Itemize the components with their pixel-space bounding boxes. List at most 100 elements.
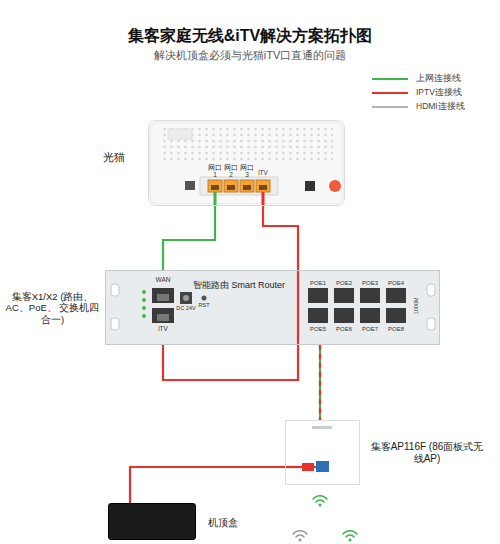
legend-swatch — [372, 106, 408, 108]
wifi-symbol — [346, 535, 354, 537]
diagram-title: 集客家庭无线&iTV解决方案拓扑图 — [0, 26, 500, 45]
wifi-symbol — [343, 531, 357, 534]
wifi-symbol — [319, 504, 322, 507]
cable-line — [163, 206, 215, 270]
modem-illustration — [262, 192, 265, 206]
router-illustration — [334, 308, 354, 323]
legend-swatch — [372, 78, 408, 80]
router-illustration — [183, 295, 189, 301]
button-label: RST — [199, 303, 210, 309]
router-illustration — [105, 270, 440, 345]
router-illustration — [308, 308, 328, 323]
router-illustration — [142, 298, 146, 302]
wifi-symbol — [299, 539, 302, 542]
wifi-symbol — [296, 535, 304, 537]
ap-illustration — [285, 420, 360, 485]
cable-line — [130, 467, 285, 503]
port-label: POE1 — [310, 280, 326, 286]
port-label: POE5 — [310, 326, 326, 332]
cable-line — [319, 345, 321, 420]
router-illustration — [111, 318, 119, 330]
router-illustration — [152, 288, 174, 303]
router-illustration — [386, 308, 406, 323]
ap-illustration — [316, 461, 329, 472]
port-label: 网口 2 — [224, 165, 238, 179]
cable-connector — [320, 345, 321, 420]
legend-text: HDMI连接线 — [416, 102, 465, 111]
router-illustration — [180, 292, 192, 304]
wifi-symbol — [293, 496, 357, 542]
legend-text: IPTV连接线 — [416, 88, 462, 97]
port-label: POE2 — [336, 280, 352, 286]
cable-line — [163, 206, 298, 380]
wifi-symbol — [316, 500, 324, 502]
router-illustration — [427, 284, 435, 296]
wifi-symbol — [349, 539, 352, 542]
router-illustration — [111, 284, 119, 296]
modem-illustration — [211, 185, 219, 190]
port-label: POE3 — [362, 280, 378, 286]
modem-illustration — [243, 185, 251, 190]
modem-illustration — [256, 180, 270, 192]
router-illustration — [334, 288, 354, 303]
router-illustration — [360, 308, 380, 323]
router-illustration — [142, 314, 146, 318]
modem-box: 光猫 — [148, 120, 345, 206]
modem-illustration — [150, 122, 343, 206]
port-label: POE4 — [388, 280, 404, 286]
modem-illustration — [240, 180, 254, 192]
port-label: 网口 3 — [240, 165, 254, 179]
access-point-panel: 集客AP116F (86面板式无线AP) — [285, 420, 360, 485]
legend-swatch — [372, 92, 408, 94]
modem-illustration — [160, 127, 333, 161]
node-heading: 集客AP116F (86面板式无线AP) — [368, 441, 486, 465]
node-heading: 机顶盒 — [208, 517, 238, 529]
modem-illustration — [224, 180, 238, 192]
cable-connector — [130, 467, 285, 503]
node-heading: 光猫 — [103, 151, 125, 164]
modem-illustration — [185, 181, 195, 190]
modem-illustration — [214, 192, 217, 206]
modem-illustration — [150, 122, 343, 204]
router-illustration — [152, 308, 174, 323]
port-label: POE7 — [362, 326, 378, 332]
router-illustration — [105, 270, 440, 345]
modem-illustration — [329, 180, 341, 192]
router-illustration — [386, 288, 406, 303]
modem-illustration — [168, 129, 192, 139]
port-label: POE6 — [336, 326, 352, 332]
modem-illustration — [200, 177, 278, 195]
port-label: iTV — [258, 170, 268, 177]
cable-connector — [163, 206, 215, 270]
port-label: POE8 — [388, 326, 404, 332]
modem-illustration — [259, 185, 267, 190]
router-illustration — [142, 306, 146, 310]
router-illustration — [202, 296, 207, 301]
wifi-symbol — [313, 496, 327, 499]
port-label: 网口 1 — [208, 165, 222, 179]
cable-line — [319, 345, 321, 420]
router-illustration — [360, 288, 380, 303]
ap-illustration — [312, 426, 332, 429]
modem-illustration — [208, 180, 222, 192]
port-label: DC 24V — [176, 306, 195, 312]
node-heading: 集客X1/X2 (路由、AC、PoE、 交换机四合一) — [4, 291, 101, 325]
modem-illustration — [305, 181, 315, 191]
legend-text: 上网连接线 — [416, 74, 461, 83]
router-illustration — [308, 288, 328, 303]
router-illustration — [157, 294, 169, 301]
router-illustration — [427, 318, 435, 330]
router-illustration — [142, 290, 146, 294]
ap-illustration — [302, 463, 314, 471]
router-illustration — [157, 314, 169, 321]
set-top-box: 机顶盒 — [108, 503, 196, 540]
node-text: 智能路由 Smart Router — [193, 280, 285, 291]
port-label: WAN — [156, 277, 171, 284]
speed-label: 1000M — [414, 297, 420, 314]
port-label: iTV — [158, 326, 168, 333]
ap-illustration — [285, 420, 360, 485]
subtitle: 解决机顶盒必须与光猫iTV口直通的问题 — [154, 50, 347, 62]
modem-illustration — [227, 185, 235, 190]
cable-connector — [163, 206, 298, 380]
